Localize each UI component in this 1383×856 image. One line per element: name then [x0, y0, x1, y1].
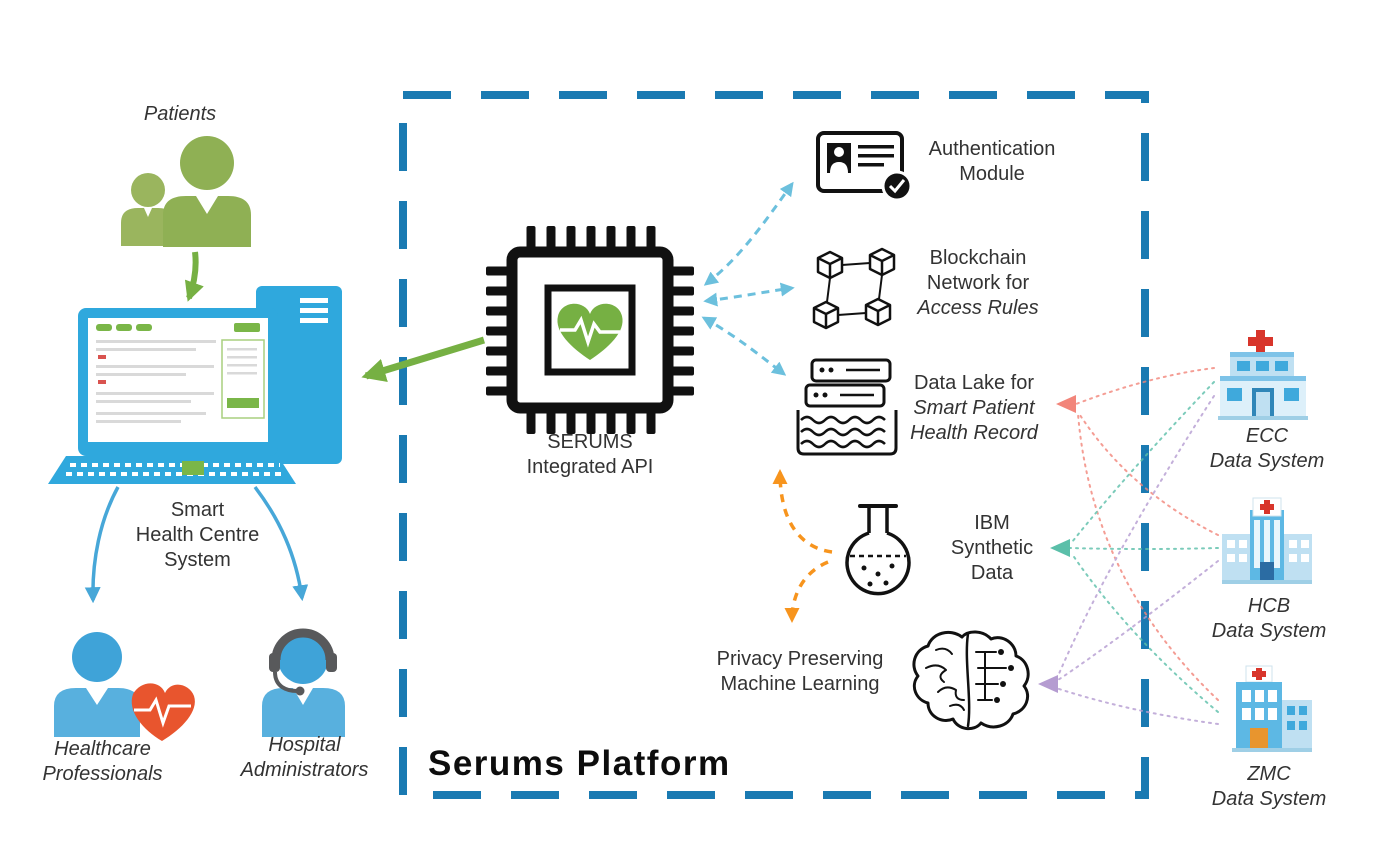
ppml-line2: Machine Learning — [720, 673, 880, 695]
machine-learning-brain-icon — [912, 630, 1030, 731]
api-module-arrows — [701, 181, 795, 376]
hcb-to-ml-line — [1057, 560, 1219, 681]
serums-api-chip-icon — [486, 226, 694, 434]
auth-line1: Authentication — [928, 138, 1056, 160]
synthetic-data-flask-icon — [845, 504, 911, 596]
ecc-to-synthetic-line — [1071, 381, 1215, 543]
platform-boundary — [399, 91, 1149, 799]
synthetic-arrowhead — [1050, 539, 1070, 557]
patients-to-system-arrow — [184, 251, 204, 302]
patients-label: Patients — [143, 103, 217, 125]
zmc-to-ml-line — [1055, 687, 1219, 725]
ecc-data-system-label: ECC Data System — [1203, 424, 1331, 474]
ppml-line1: Privacy Preserving — [716, 648, 884, 670]
blockchain-label: Blockchain Network for Access Rules — [903, 246, 1053, 321]
admin-line1: Hospital — [268, 734, 341, 756]
datalake-arrowhead — [1056, 395, 1076, 413]
ecc-to-datalake-line — [1075, 367, 1215, 405]
data-lake-label: Data Lake for Smart Patient Health Recor… — [893, 371, 1055, 446]
datalake-line3: Health Record — [910, 422, 1038, 444]
smart-health-line3: System — [164, 549, 231, 571]
authentication-module-icon — [816, 131, 913, 202]
system-to-api-arrow — [361, 336, 486, 382]
platform-title: Serums Platform — [428, 744, 731, 783]
zmc-data-system-label: ZMC Data System — [1203, 762, 1335, 812]
check-badge-icon — [881, 170, 913, 202]
zmc-line1: ZMC — [1247, 763, 1291, 785]
datalake-line1: Data Lake for — [913, 372, 1035, 394]
api-to-auth-arrow — [703, 181, 794, 286]
healthcare-line2: Professionals — [42, 763, 163, 785]
blockchain-line2: Network for — [926, 272, 1030, 294]
api-to-datalake-arrow — [701, 316, 787, 376]
api-label-line1: SERUMS — [547, 431, 633, 453]
ppml-label: Privacy Preserving Machine Learning — [700, 647, 900, 697]
hcb-to-datalake-line — [1077, 411, 1219, 536]
healthcare-professional-icon — [54, 632, 195, 741]
auth-line2: Module — [959, 163, 1025, 185]
ibm-line2: Synthetic — [950, 537, 1034, 559]
smart-health-line1: Smart — [170, 499, 225, 521]
ecc-line2: Data System — [1209, 450, 1325, 472]
hcb-data-system-label: HCB Data System — [1203, 594, 1335, 644]
api-label: SERUMS Integrated API — [505, 430, 675, 480]
datalake-line2: Smart Patient — [913, 397, 1035, 419]
blockchain-icon — [812, 247, 896, 330]
api-to-blockchain-arrow — [703, 282, 795, 307]
ecc-line1: ECC — [1245, 425, 1289, 447]
blockchain-line1: Blockchain — [929, 247, 1027, 269]
heart-pulse-icon — [131, 683, 195, 741]
ibm-synthetic-data-label: IBM Synthetic Data — [937, 511, 1047, 586]
hospital-administrator-icon — [262, 628, 345, 737]
zmc-hospital-icon — [1232, 665, 1312, 752]
authentication-module-label: Authentication Module — [912, 137, 1072, 187]
data-lake-icon — [796, 358, 898, 456]
zmc-to-synthetic-line — [1071, 553, 1219, 713]
patients-icon — [121, 136, 251, 247]
blockchain-line3: Access Rules — [917, 297, 1039, 319]
api-label-line2: Integrated API — [526, 456, 654, 478]
ml-arrowhead — [1038, 675, 1058, 693]
synthetic-to-datalake-arrow — [772, 469, 833, 554]
hospital-administrators-label: Hospital Administrators — [222, 733, 387, 783]
system-to-professionals-arrow — [84, 486, 120, 604]
smart-health-line2: Health Centre — [135, 524, 260, 546]
headset-icon — [271, 628, 335, 661]
zmc-line2: Data System — [1211, 788, 1327, 810]
smart-health-centre-computer-icon — [48, 286, 342, 484]
ibm-line3: Data — [970, 562, 1014, 584]
healthcare-professionals-label: Healthcare Professionals — [25, 737, 180, 787]
hcb-line2: Data System — [1211, 620, 1327, 642]
hospital-connection-lines — [1055, 367, 1219, 725]
hcb-hospital-icon — [1222, 497, 1312, 584]
ibm-line1: IBM — [974, 512, 1010, 534]
zmc-to-datalake-line — [1077, 413, 1219, 701]
ecc-hospital-icon — [1218, 330, 1308, 420]
ecc-to-ml-line — [1057, 395, 1215, 677]
system-to-administrators-arrow — [253, 485, 309, 602]
synthetic-to-ml-arrow — [784, 560, 829, 623]
healthcare-line1: Healthcare — [54, 738, 151, 760]
hcb-line1: HCB — [1247, 595, 1291, 617]
admin-line2: Administrators — [240, 759, 369, 781]
smart-health-centre-label: Smart Health Centre System — [115, 498, 280, 573]
